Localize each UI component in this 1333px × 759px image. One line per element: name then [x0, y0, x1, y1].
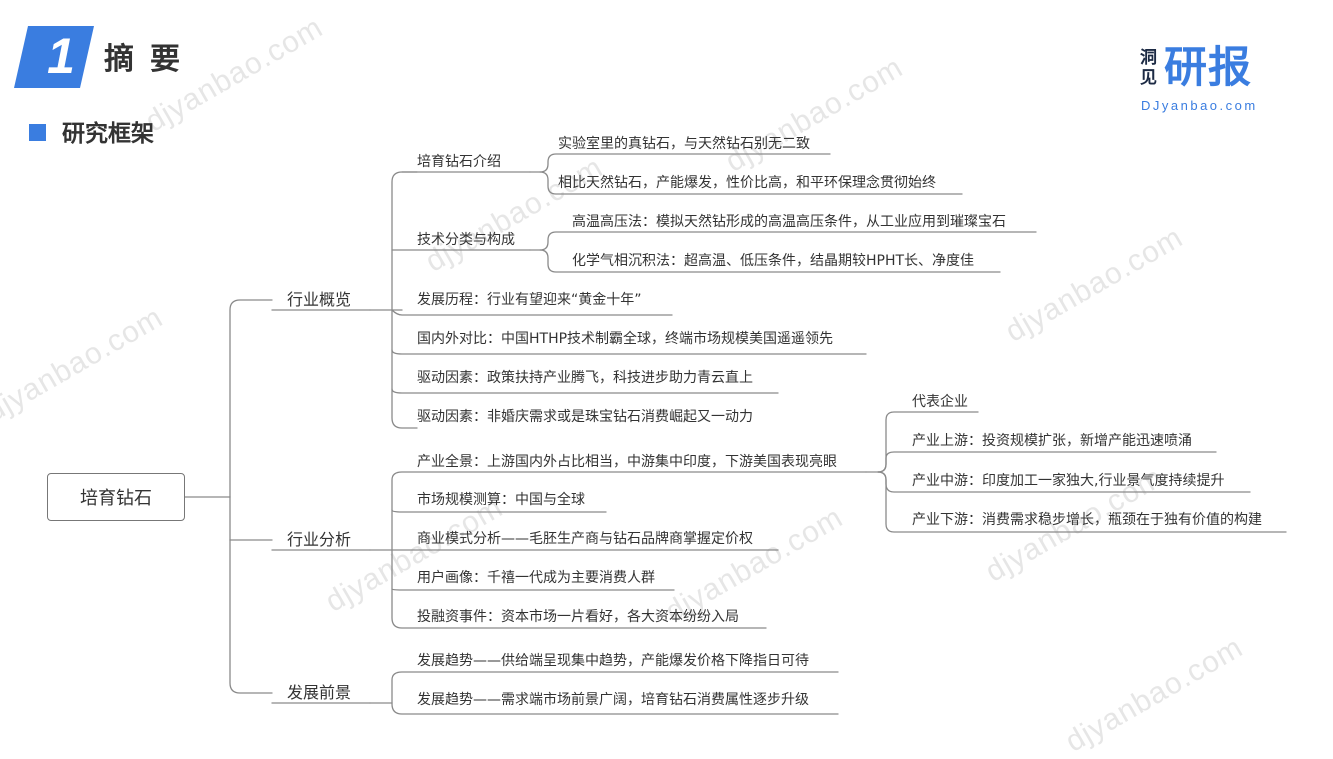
node-user-profile: 用户画像：千禧一代成为主要消费人群	[417, 570, 655, 586]
node-leaf: 产业上游：投资规模扩张，新增产能迅速喷涌	[912, 433, 1192, 449]
branch-development-outlook: 发展前景	[287, 683, 352, 702]
node-leaf: 代表企业	[912, 394, 968, 410]
section-number-badge	[14, 26, 94, 88]
subtitle-bullet-icon	[29, 124, 46, 141]
node-business-model: 商业模式分析——毛胚生产商与钻石品牌商掌握定价权	[417, 531, 753, 547]
branch-industry-analysis: 行业分析	[287, 530, 352, 549]
node-leaf: 产业中游：印度加工一家独大,行业景气度持续提升	[912, 473, 1225, 489]
node-leaf: 高温高压法：模拟天然钻形成的高温高压条件，从工业应用到璀璨宝石	[572, 214, 1006, 230]
node-leaf: 化学气相沉积法：超高温、低压条件，结晶期较HPHT长、净度佳	[572, 253, 975, 269]
node-industry-panorama: 产业全景：上游国内外占比相当，中游集中印度，下游美国表现亮眼	[417, 454, 837, 470]
mindmap-root: 培育钻石	[47, 473, 185, 521]
logo-char-2: 见	[1140, 68, 1157, 88]
node-driver-policy: 驱动因素：政策扶持产业腾飞，科技进步助力青云直上	[417, 370, 753, 386]
node-lab-diamond-intro: 培育钻石介绍	[417, 154, 501, 170]
node-leaf: 产业下游：消费需求稳步增长，瓶颈在于独有价值的构建	[912, 512, 1262, 528]
node-market-size: 市场规模测算：中国与全球	[417, 492, 585, 508]
section-number: 1	[47, 28, 75, 84]
node-trend-supply: 发展趋势——供给端呈现集中趋势，产能爆发价格下降指日可待	[417, 653, 809, 669]
page-title: 摘要	[104, 42, 196, 77]
logo-char-1: 洞	[1140, 48, 1157, 68]
node-trend-demand: 发展趋势——需求端市场前景广阔，培育钻石消费属性逐步升级	[417, 692, 809, 708]
node-comparison: 国内外对比：中国HTHP技术制霸全球，终端市场规模美国遥遥领先	[417, 331, 834, 347]
node-tech-classification: 技术分类与构成	[417, 232, 515, 248]
section-subtitle: 研究框架	[62, 121, 154, 147]
node-leaf: 实验室里的真钻石，与天然钻石别无二致	[558, 136, 810, 152]
logo-domain: DJyanbao.com	[1141, 98, 1258, 113]
node-history: 发展历程：行业有望迎来“黄金十年”	[417, 292, 642, 308]
branch-industry-overview: 行业概览	[287, 290, 352, 309]
node-leaf: 相比天然钻石，产能爆发，性价比高，和平环保理念贯彻始终	[558, 175, 936, 191]
node-investment: 投融资事件：资本市场一片看好，各大资本纷纷入局	[417, 609, 739, 625]
logo-main: 研报	[1164, 43, 1252, 93]
node-driver-demand: 驱动因素：非婚庆需求或是珠宝钻石消费崛起又一动力	[417, 409, 753, 425]
